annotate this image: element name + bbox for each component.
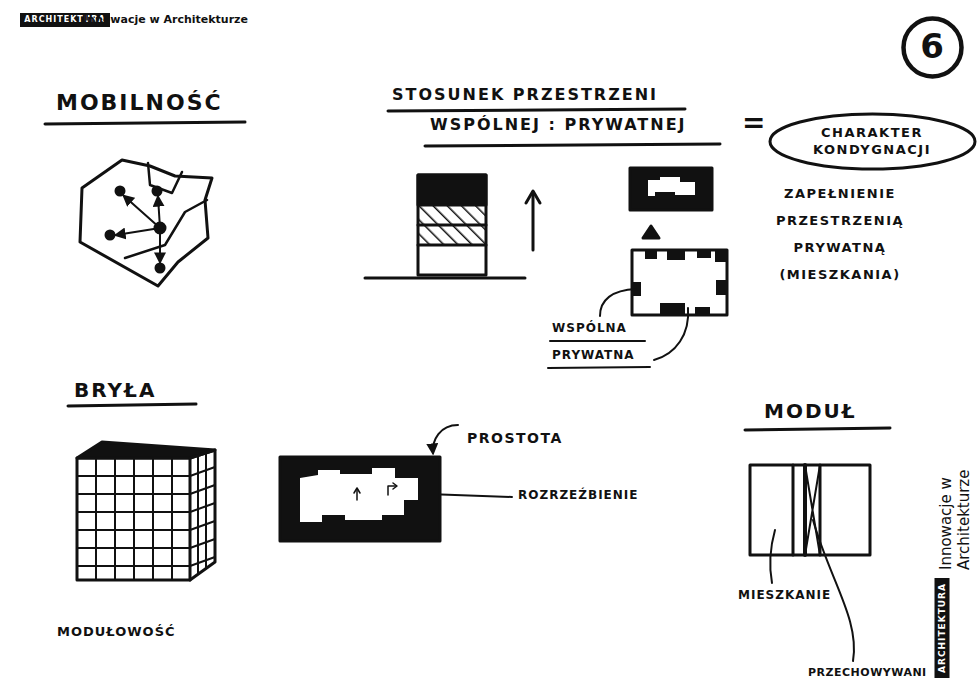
section-subheading: MODUŁOWOŚĆ bbox=[57, 624, 176, 640]
page-number-circle-text: 6 bbox=[920, 27, 944, 66]
floor-plan-lower bbox=[695, 307, 710, 315]
page-number-circle: 6 bbox=[901, 16, 964, 79]
floor-plan-lower bbox=[660, 303, 685, 315]
modular-cube bbox=[77, 453, 215, 580]
building-elevation bbox=[418, 175, 486, 275]
floor-plan-lower bbox=[697, 250, 711, 258]
leader-line bbox=[654, 308, 688, 360]
sketch-illustration bbox=[45, 109, 890, 661]
module-sketch bbox=[819, 465, 822, 555]
mobility-map bbox=[116, 187, 124, 195]
heading-underline bbox=[45, 122, 245, 124]
floor-plan-lower bbox=[632, 250, 727, 315]
heading-underline bbox=[548, 367, 650, 368]
sculpted-plan bbox=[300, 468, 418, 522]
heading-underline bbox=[550, 340, 645, 342]
concept-ellipse-text: CHARAKTER KONDYGNACJI bbox=[802, 124, 942, 158]
concept-ellipse-outline bbox=[768, 112, 977, 171]
module-sketch bbox=[792, 465, 795, 555]
mobility-map bbox=[80, 160, 212, 286]
module-sketch bbox=[805, 465, 820, 555]
floor-plan-lower bbox=[645, 250, 657, 259]
floor-plan-lower bbox=[632, 250, 727, 315]
callout-label: ROZRZEŹBIENIE bbox=[518, 488, 639, 502]
building-elevation bbox=[365, 175, 540, 278]
logo-box-vertical-text: ARCHITEKTURA bbox=[937, 583, 947, 673]
page-number-circle-outline bbox=[903, 18, 961, 76]
floor-plan-small bbox=[630, 168, 712, 210]
callout-label: PROSTOTA bbox=[467, 430, 563, 447]
sculpted-plan bbox=[280, 457, 440, 541]
concept-ellipse-outline bbox=[770, 114, 975, 169]
callout-label: WSPÓLNA bbox=[552, 321, 627, 335]
heading-underline bbox=[745, 428, 890, 430]
sculpted-plan bbox=[354, 488, 360, 493]
mobility-map bbox=[153, 187, 161, 195]
mobility-map bbox=[155, 223, 165, 233]
logo-box-vertical: ARCHITEKTURA bbox=[935, 578, 950, 678]
section-heading: MOBILNOŚĆ bbox=[56, 90, 223, 116]
modular-cube bbox=[190, 450, 215, 580]
heading-underline bbox=[425, 144, 720, 146]
vertical-title: Innowacje w Architekturze bbox=[937, 430, 973, 570]
building-elevation bbox=[418, 244, 486, 247]
mobility-map bbox=[116, 228, 160, 235]
floor-plan-lower bbox=[632, 250, 727, 315]
floor-plan-small bbox=[648, 177, 695, 196]
building-elevation bbox=[418, 205, 486, 245]
callout-label: PRZECHOWYWANI bbox=[808, 666, 927, 679]
modular-cube bbox=[77, 458, 190, 580]
building-elevation bbox=[526, 191, 540, 203]
floor-plan-lower bbox=[716, 280, 727, 295]
module-sketch bbox=[750, 465, 870, 555]
callout-label: PRYWATNA bbox=[552, 348, 635, 362]
section-heading: STOSUNEK PRZESTRZENI WSPÓLNEJ : PRYWATNE… bbox=[430, 80, 720, 140]
building-elevation bbox=[365, 277, 525, 280]
floor-plan-small bbox=[630, 168, 712, 238]
module-sketch bbox=[750, 465, 870, 555]
leader-line bbox=[433, 425, 458, 453]
equals-sign: = bbox=[742, 106, 765, 140]
mobility-map bbox=[106, 231, 114, 239]
sculpted-plan bbox=[280, 457, 440, 541]
modular-cube bbox=[77, 442, 215, 580]
concept-ellipse: CHARAKTER KONDYGNACJI bbox=[768, 112, 977, 171]
modular-cube bbox=[77, 476, 190, 566]
mobility-map bbox=[80, 160, 212, 286]
floor-plan-lower bbox=[715, 250, 727, 262]
sculpted-plan bbox=[393, 483, 397, 489]
heading-underline bbox=[45, 109, 890, 430]
section-heading: BRYŁA bbox=[74, 378, 156, 402]
modular-cube bbox=[190, 467, 215, 566]
callout-label: MIESZKANIE bbox=[738, 588, 831, 602]
building-elevation bbox=[418, 224, 486, 227]
note-text: ZAPEŁNIENIE PRZESTRZENIĄ PRYWATNĄ (MIESZ… bbox=[760, 180, 920, 288]
section-heading: MODUŁ bbox=[764, 399, 857, 423]
leader-line bbox=[400, 289, 854, 661]
sculpted-plan bbox=[356, 490, 358, 500]
mobility-map bbox=[124, 196, 160, 228]
floor-plan-lower bbox=[667, 250, 685, 260]
mobility-map bbox=[156, 264, 164, 272]
header-title: Innowacje w Architekturze bbox=[83, 13, 248, 26]
leader-line bbox=[600, 289, 636, 316]
heading-underline bbox=[68, 404, 196, 406]
heading-underline bbox=[388, 109, 685, 111]
floor-plan-small bbox=[643, 226, 659, 238]
building-elevation bbox=[418, 175, 486, 205]
building-elevation bbox=[532, 192, 535, 250]
